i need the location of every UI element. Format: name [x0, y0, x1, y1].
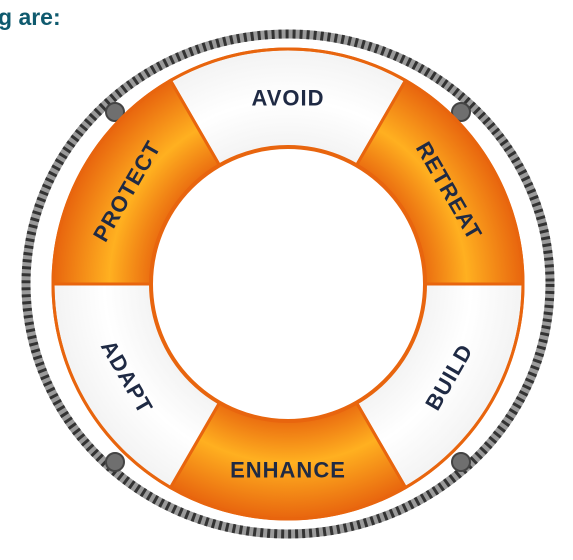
rope-clips	[105, 102, 471, 472]
label-enhance: ENHANCE	[230, 458, 346, 483]
lifebuoy-hole	[149, 145, 427, 423]
clip-bottom-right	[451, 452, 471, 472]
clip-top-right	[451, 102, 471, 122]
lifebuoy-edge	[51, 47, 525, 521]
label-avoid: AVOID	[251, 86, 324, 111]
clip-top-left	[105, 102, 125, 122]
rope-outer-twist	[21, 29, 555, 539]
heading-text: g are:	[0, 4, 61, 30]
clip-bottom-left	[105, 452, 125, 472]
